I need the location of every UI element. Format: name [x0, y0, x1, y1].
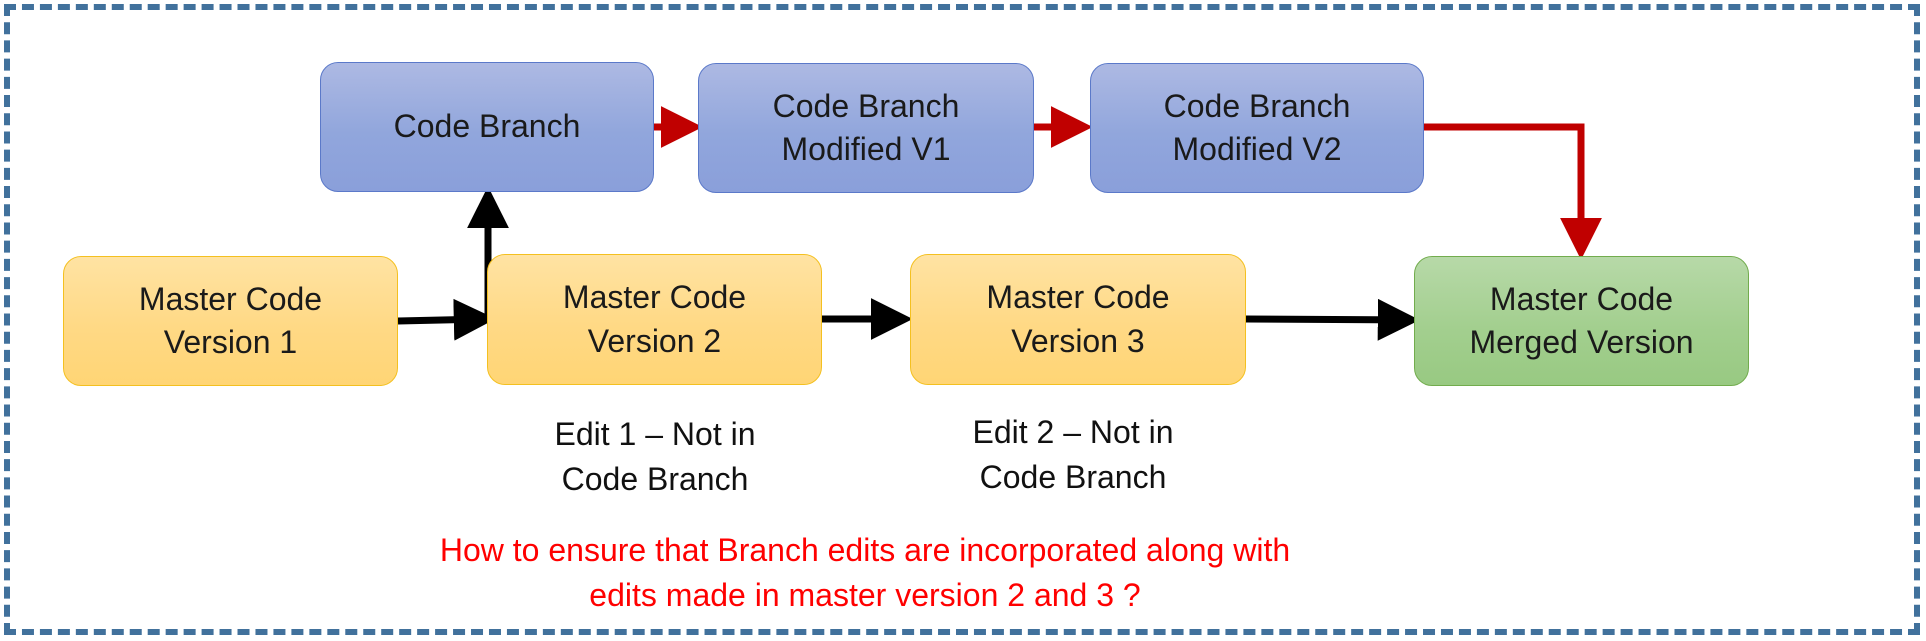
arrow-master-v1-to-v2: [397, 298, 496, 341]
box-master-code-version-2: Master Code Version 2: [487, 254, 822, 385]
note-edit-1: Edit 1 – Not in Code Branch: [554, 416, 756, 497]
box-code-branch-modified-v1: Code Branch Modified V1: [698, 63, 1034, 193]
arrow-master-v3-to-merged: [1245, 298, 1420, 341]
box-master-code-version-1: Master Code Version 1: [63, 256, 398, 386]
dashed-border: [4, 4, 1920, 635]
arrow-v2-to-merged: [1424, 123, 1602, 260]
question-text: How to ensure that Branch edits are inco…: [439, 532, 1291, 613]
box-code-branch: Code Branch: [320, 62, 654, 192]
note-edit-2: Edit 2 – Not in Code Branch: [972, 414, 1174, 495]
box-code-branch-modified-v2: Code Branch Modified V2: [1090, 63, 1424, 193]
box-master-code-version-3: Master Code Version 3: [910, 254, 1246, 385]
box-master-code-merged-version: Master Code Merged Version: [1414, 256, 1749, 386]
